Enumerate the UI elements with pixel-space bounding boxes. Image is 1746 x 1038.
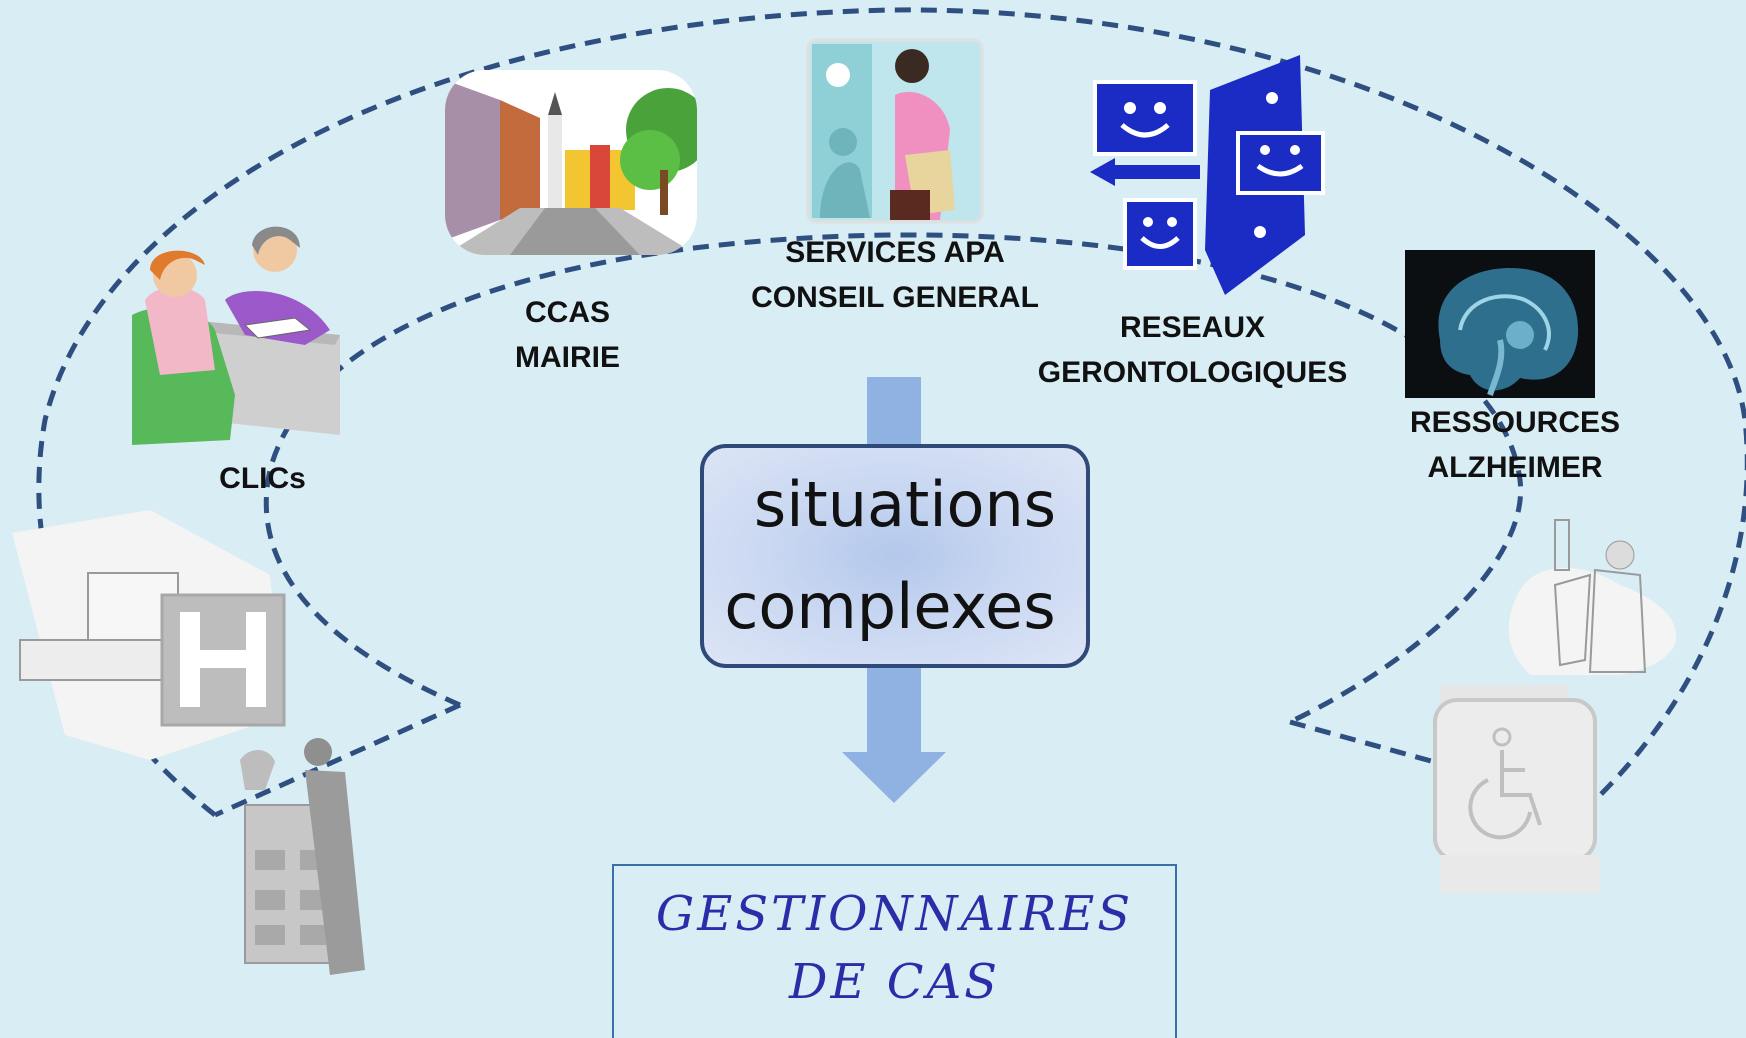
center-line-1: situations	[753, 468, 1057, 541]
arrow-shaft-top	[867, 377, 921, 447]
arrow-shaft-bottom	[867, 665, 921, 753]
right-loop-closure	[1289, 719, 1591, 808]
center-line-2: complexes	[724, 570, 1056, 643]
label-ccas: CCAS MAIRIE	[515, 296, 620, 374]
result-line-1: GESTIONNAIRES	[655, 886, 1134, 942]
label-clics: CLICs	[219, 462, 306, 495]
label-alzheimer: RESSOURCES ALZHEIMER	[1409, 406, 1621, 484]
label-reseaux: RESEAUX GERONTOLOGIQUES	[1037, 311, 1348, 389]
result-line-2: DE CAS	[788, 954, 1001, 1010]
outer-dashed-loop	[36, 7, 1746, 817]
complex-situations-box: situations complexes	[700, 444, 1090, 668]
left-loop-closure	[213, 702, 462, 818]
case-managers-box: GESTIONNAIRES DE CAS	[612, 864, 1177, 1038]
arrow-head	[842, 752, 946, 803]
label-services-apa: SERVICES APA CONSEIL GENERAL	[751, 236, 1039, 314]
inner-dashed-loop	[263, 232, 1524, 725]
